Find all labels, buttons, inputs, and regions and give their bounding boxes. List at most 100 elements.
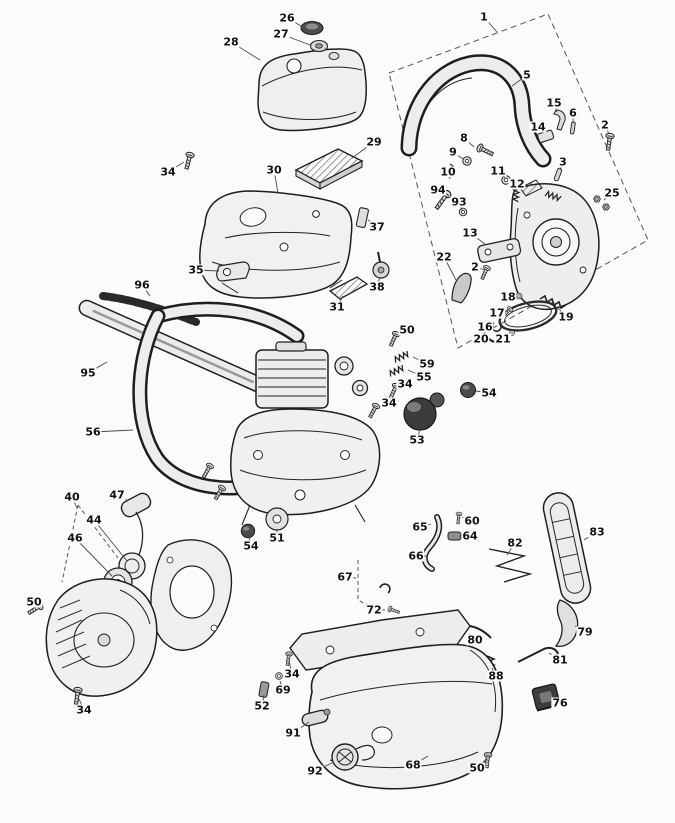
part-callout-25: 25	[603, 186, 621, 200]
part-callout-20: 20	[472, 332, 490, 346]
part-82-spring-wire	[488, 548, 533, 583]
part-callout-16: 16	[476, 320, 494, 334]
part-callout-60: 60	[463, 514, 481, 528]
part-callout-30: 30	[265, 163, 283, 177]
part-callout-28: 28	[222, 35, 240, 49]
part-callout-53: 53	[408, 433, 426, 447]
inset-assembly-box	[388, 13, 649, 349]
washer-9	[462, 156, 472, 166]
screw-72	[386, 605, 401, 616]
part-callout-18: 18	[499, 290, 517, 304]
part-callout-50: 50	[25, 595, 43, 609]
cap-54-left	[240, 523, 256, 539]
part-callout-56: 56	[84, 425, 102, 439]
part-callout-6: 6	[568, 106, 578, 120]
part-callout-5: 5	[522, 68, 532, 82]
part-chainbrake-assembly	[509, 179, 600, 310]
part-callout-52: 52	[253, 699, 271, 713]
part-callout-34: 34	[75, 703, 93, 717]
part-callout-81: 81	[551, 653, 569, 667]
part-callout-26: 26	[278, 11, 296, 25]
washer-18	[515, 292, 523, 300]
spring-55	[387, 364, 405, 378]
part-5-top-handle	[400, 54, 552, 168]
part-callout-3: 3	[558, 155, 568, 169]
part-callout-34: 34	[396, 377, 414, 391]
part-tank-bracket	[289, 609, 471, 671]
part-callout-50: 50	[398, 323, 416, 337]
part-callout-79: 79	[576, 625, 594, 639]
part-22-lever	[451, 272, 472, 304]
part-backplate	[150, 539, 233, 651]
cap-54-right	[460, 382, 476, 398]
part-37-clip	[355, 207, 369, 228]
part-callout-8: 8	[459, 131, 469, 145]
screw-2-lower	[478, 264, 492, 281]
part-callout-10: 10	[439, 165, 457, 179]
part-callout-31: 31	[328, 300, 346, 314]
part-29-air-filter	[294, 148, 364, 190]
part-20-brake-band	[498, 300, 558, 332]
part-callout-64: 64	[461, 529, 479, 543]
part-callout-21: 21	[494, 332, 512, 346]
part-callout-93: 93	[450, 195, 468, 209]
part-3-pin	[553, 167, 563, 182]
part-callout-1: 1	[479, 10, 489, 24]
part-callout-66: 66	[407, 549, 425, 563]
part-callout-94: 94	[429, 183, 447, 197]
part-callout-38: 38	[368, 280, 386, 294]
part-starter-housing	[45, 578, 158, 697]
part-30-fan-housing	[199, 190, 353, 299]
part-callout-95: 95	[79, 366, 97, 380]
part-callout-65: 65	[411, 520, 429, 534]
leader-line-46	[74, 537, 113, 577]
part-callout-92: 92	[306, 764, 324, 778]
part-callout-35: 35	[187, 263, 205, 277]
part-crankcase	[230, 408, 381, 526]
part-callout-9: 9	[448, 145, 458, 159]
part-callout-34: 34	[283, 667, 301, 681]
part-callout-11: 11	[489, 164, 507, 178]
part-callout-12: 12	[508, 177, 526, 191]
part-callout-88: 88	[487, 669, 505, 683]
spacer-52	[258, 681, 270, 698]
part-callout-17: 17	[488, 306, 506, 320]
washer-93	[458, 207, 468, 217]
screw-34-tank	[283, 651, 294, 667]
part-13-plate	[477, 238, 522, 263]
part-callout-40: 40	[63, 490, 81, 504]
part-callout-44: 44	[85, 513, 103, 527]
part-callout-72: 72	[365, 603, 383, 617]
nut-25b	[602, 203, 610, 211]
part-19-spring	[539, 294, 567, 310]
part-53-muffler	[403, 392, 445, 431]
screw-8	[475, 142, 496, 159]
part-26-cap	[300, 21, 324, 35]
screw-34-top	[181, 150, 196, 171]
part-engine-cylinder	[255, 341, 369, 409]
part-callout-2: 2	[600, 118, 610, 132]
part-81-link-rod	[517, 646, 559, 663]
part-callout-91: 91	[284, 726, 302, 740]
part-65-fuel-hose	[421, 514, 443, 572]
part-callout-67: 67	[336, 570, 354, 584]
screw-60	[454, 511, 463, 525]
part-15-lever	[553, 109, 566, 131]
part-callout-80: 80	[466, 633, 484, 647]
part-callout-83: 83	[588, 525, 606, 539]
part-callout-54: 54	[242, 539, 260, 553]
part-6-pin	[569, 121, 576, 135]
part-callout-68: 68	[404, 758, 422, 772]
part-92-fuel-cap	[331, 743, 375, 771]
part-callout-96: 96	[133, 278, 151, 292]
part-callout-55: 55	[415, 370, 433, 384]
part-callout-22: 22	[435, 250, 453, 264]
part-51-washer-plate	[265, 507, 289, 531]
part-28-engine-cover	[257, 48, 367, 132]
part-callout-27: 27	[272, 27, 290, 41]
part-callout-29: 29	[365, 135, 383, 149]
part-callout-69: 69	[274, 683, 292, 697]
part-35-bracket	[216, 261, 250, 282]
